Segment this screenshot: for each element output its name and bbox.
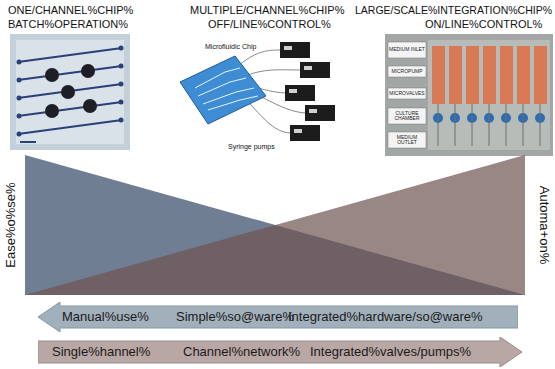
part-name: MICROPUMP bbox=[388, 66, 426, 77]
band-text: Single%hannel% bbox=[52, 345, 150, 360]
axis-label: Automa+on% bbox=[537, 186, 552, 264]
band-text: Channel%network% bbox=[183, 345, 300, 360]
part-name: MEDIUM INLET bbox=[388, 42, 426, 58]
part-name: MICROVALVES bbox=[388, 88, 426, 99]
arrow-outline bbox=[38, 302, 518, 332]
column-heading: OFF/LINE%CONTROL% bbox=[208, 18, 331, 31]
single-channel-chip-photo bbox=[10, 34, 130, 150]
column-heading: LARGE/SCALE%INTEGRATION%CHIP% bbox=[355, 4, 552, 16]
arrow-outline bbox=[38, 337, 522, 367]
left-arrow-band: Manual%use% Simple%so@ware%Integrated%har… bbox=[38, 302, 518, 332]
part-name: MEDIUM OUTLET bbox=[388, 132, 426, 148]
axis-label: Ease%o%se% bbox=[4, 182, 19, 267]
large-scale-chip-photo bbox=[385, 34, 553, 156]
column-heading: MULTIPLE/CHANNEL%CHIP% bbox=[190, 4, 344, 17]
multi-channel-chip-illustration bbox=[180, 42, 335, 141]
trade-off-triangles bbox=[25, 155, 525, 295]
part-name: Syringe pumps bbox=[228, 143, 275, 151]
band-text: Integrated%valves/pumps% bbox=[310, 345, 471, 360]
column-heading: ONE/CHANNEL%CHIP% bbox=[8, 4, 133, 17]
band-text: Manual%use% bbox=[62, 310, 149, 325]
column-heading: BATCH%OPERATION% bbox=[8, 18, 128, 31]
band-text: Integrated%hardware/so@ware% bbox=[288, 310, 483, 325]
column-heading: ON/LINE%CONTROL% bbox=[425, 18, 542, 31]
right-arrow-band: Single%hannel% Channel%network% Integrated… bbox=[38, 337, 522, 367]
part-name: Microfluidic Chip bbox=[205, 43, 256, 51]
part-name: CULTURE CHAMBER bbox=[388, 108, 426, 124]
band-text: Simple%so@ware% bbox=[176, 310, 294, 325]
